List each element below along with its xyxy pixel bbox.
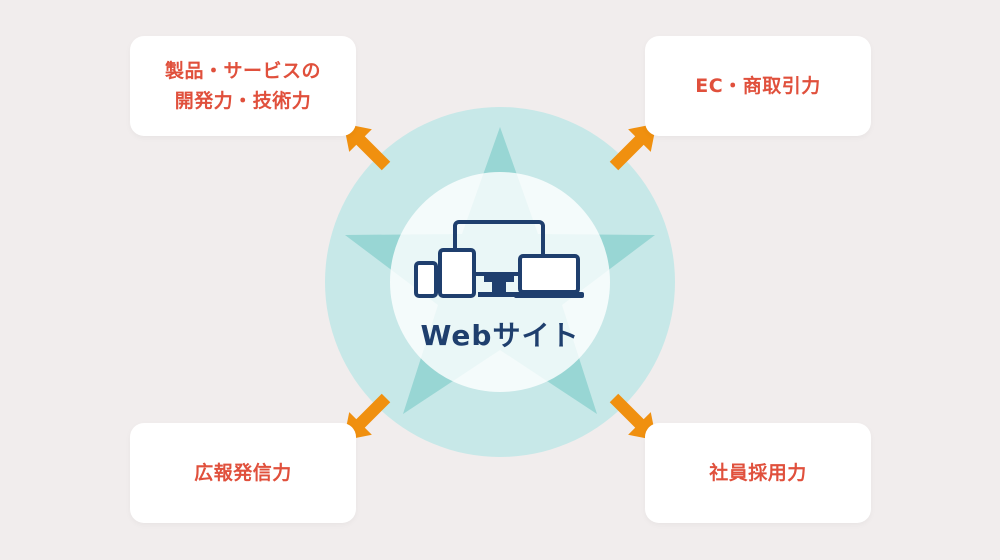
card-product-development: 製品・サービスの 開発力・技術力 [130, 36, 356, 136]
card-ec-commerce: EC・商取引力 [645, 36, 871, 136]
card-label: 社員採用力 [709, 462, 807, 484]
card-label: EC・商取引力 [695, 75, 821, 97]
smartphone-icon [414, 261, 438, 298]
card-label: 広報発信力 [194, 462, 292, 484]
card-recruitment: 社員採用力 [645, 423, 871, 523]
card-public-relations: 広報発信力 [130, 423, 356, 523]
center-label: Webサイト [420, 319, 580, 352]
devices-icon [414, 220, 584, 298]
tablet-icon [438, 248, 476, 298]
laptop-icon [518, 254, 580, 294]
card-label: 製品・サービスの 開発力・技術力 [164, 60, 321, 112]
